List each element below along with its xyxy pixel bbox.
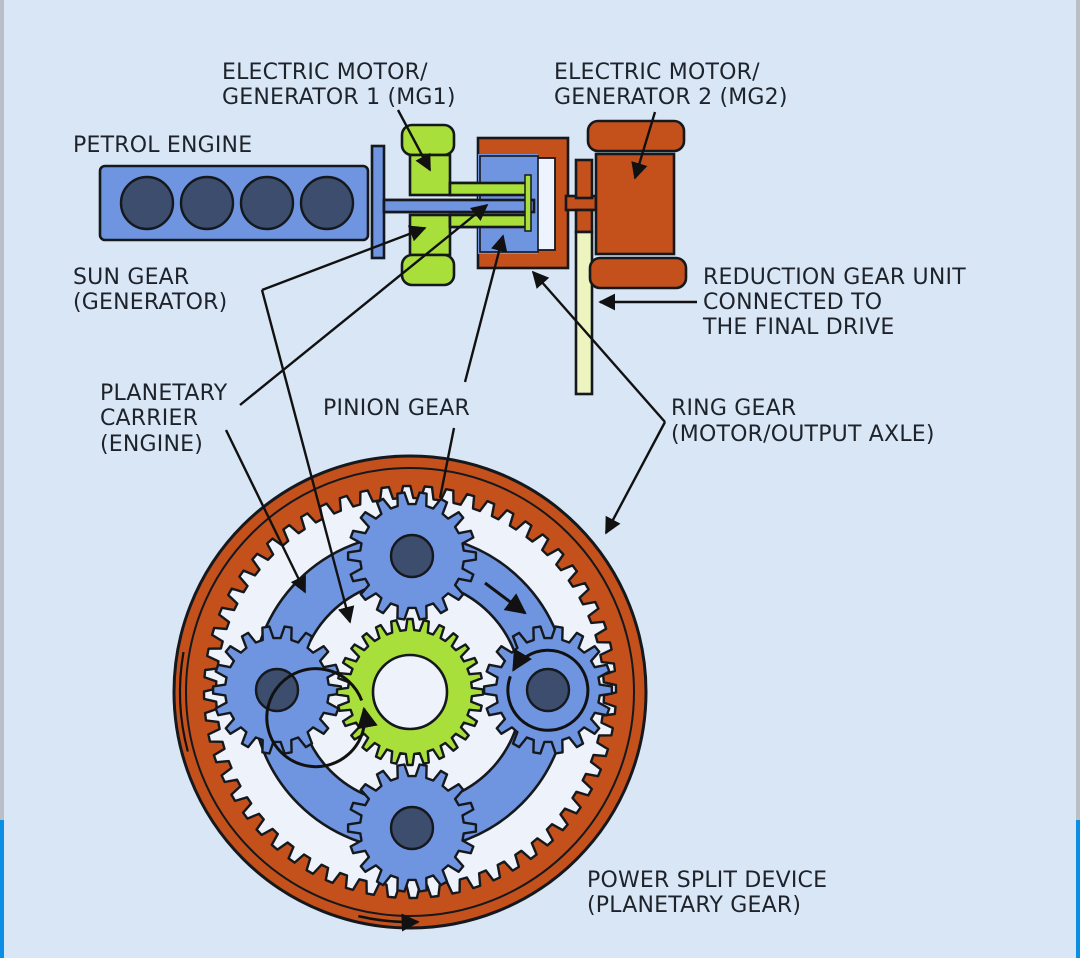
leader-lines bbox=[224, 109, 697, 624]
engine-cylinder bbox=[119, 175, 175, 231]
petrol-engine bbox=[98, 164, 370, 242]
label-carrier-line3: (ENGINE) bbox=[100, 432, 203, 457]
label-carrier-line1: PLANETARY bbox=[100, 381, 228, 406]
label-ring-line2: (MOTOR/OUTPUT AXLE) bbox=[671, 422, 935, 447]
label-power-split-line1: POWER SPLIT DEVICE bbox=[587, 868, 827, 893]
label-mg2-line2: GENERATOR 2 (MG2) bbox=[554, 85, 788, 110]
leader-mg2 bbox=[631, 111, 657, 180]
label-reduction-line3: THE FINAL DRIVE bbox=[702, 315, 894, 340]
label-sun-gear-line2: (GENERATOR) bbox=[73, 290, 227, 315]
label-mg1-line1: ELECTRIC MOTOR/ bbox=[222, 60, 428, 85]
leader-sun-gear-bottom bbox=[260, 289, 355, 624]
leader-carrier-top bbox=[239, 203, 489, 406]
label-reduction-line1: REDUCTION GEAR UNIT bbox=[703, 265, 966, 290]
label-carrier-line2: CARRIER bbox=[100, 406, 198, 431]
label-petrol-engine: PETROL ENGINE bbox=[73, 133, 252, 158]
reduction-gear-unit bbox=[574, 158, 594, 396]
rotation-arrows bbox=[178, 581, 590, 932]
pinion-gear bbox=[346, 763, 478, 893]
frame-edge-left bbox=[0, 0, 4, 820]
engine-cylinder bbox=[239, 175, 295, 231]
ring-rotation-arrow-bottom bbox=[358, 913, 420, 932]
ring-rotation-arrow-left bbox=[178, 651, 189, 752]
label-sun-gear: SUN GEAR (GENERATOR) bbox=[73, 265, 227, 315]
label-power-split: POWER SPLIT DEVICE (PLANETARY GEAR) bbox=[587, 868, 827, 918]
pinion-hub bbox=[525, 667, 571, 713]
pinion-hub bbox=[389, 805, 435, 851]
label-sun-gear-line1: SUN GEAR bbox=[73, 265, 189, 290]
leader-sun-gear-top bbox=[261, 225, 427, 292]
label-mg2: ELECTRIC MOTOR/ GENERATOR 2 (MG2) bbox=[554, 60, 788, 110]
frame-accent-right bbox=[1076, 820, 1080, 958]
engine-cylinders bbox=[119, 175, 355, 231]
label-power-split-line2: (PLANETARY GEAR) bbox=[587, 893, 801, 918]
engine-cylinder bbox=[299, 175, 355, 231]
leader-ring-bottom bbox=[604, 421, 667, 535]
pinion-hub bbox=[389, 533, 435, 579]
label-planetary-carrier: PLANETARY CARRIER (ENGINE) bbox=[100, 381, 228, 457]
mg2-motor bbox=[586, 119, 688, 290]
label-reduction-gear: REDUCTION GEAR UNIT CONNECTED TO THE FIN… bbox=[702, 265, 966, 340]
label-pinion-gear: PINION GEAR bbox=[323, 396, 470, 421]
leader-ring-top bbox=[531, 270, 666, 423]
label-reduction-line2: CONNECTED TO bbox=[703, 290, 882, 315]
leader-mg1 bbox=[396, 109, 432, 172]
label-ring-line1: RING GEAR bbox=[671, 396, 796, 421]
engine-cylinder bbox=[179, 175, 235, 231]
frame-accent-left bbox=[0, 820, 4, 958]
sun-gear-bore bbox=[371, 653, 449, 731]
pinion-rotation-arrow bbox=[506, 648, 590, 732]
frame-edge-right bbox=[1076, 0, 1080, 820]
label-mg2-line1: ELECTRIC MOTOR/ bbox=[554, 60, 760, 85]
label-mg1: ELECTRIC MOTOR/ GENERATOR 1 (MG1) bbox=[222, 60, 456, 110]
leader-pinion-top bbox=[463, 234, 508, 383]
planetary-gear-set bbox=[172, 454, 648, 932]
sun-rotation-arrow bbox=[265, 667, 378, 769]
label-ring-gear: RING GEAR (MOTOR/OUTPUT AXLE) bbox=[671, 396, 935, 447]
carrier-rotation-arrow bbox=[484, 581, 527, 615]
pinion-gear bbox=[346, 491, 478, 621]
label-mg1-line2: GENERATOR 1 (MG1) bbox=[222, 85, 456, 110]
leader-pinion-bottom bbox=[438, 427, 456, 499]
leader-carrier-bottom bbox=[224, 429, 307, 594]
